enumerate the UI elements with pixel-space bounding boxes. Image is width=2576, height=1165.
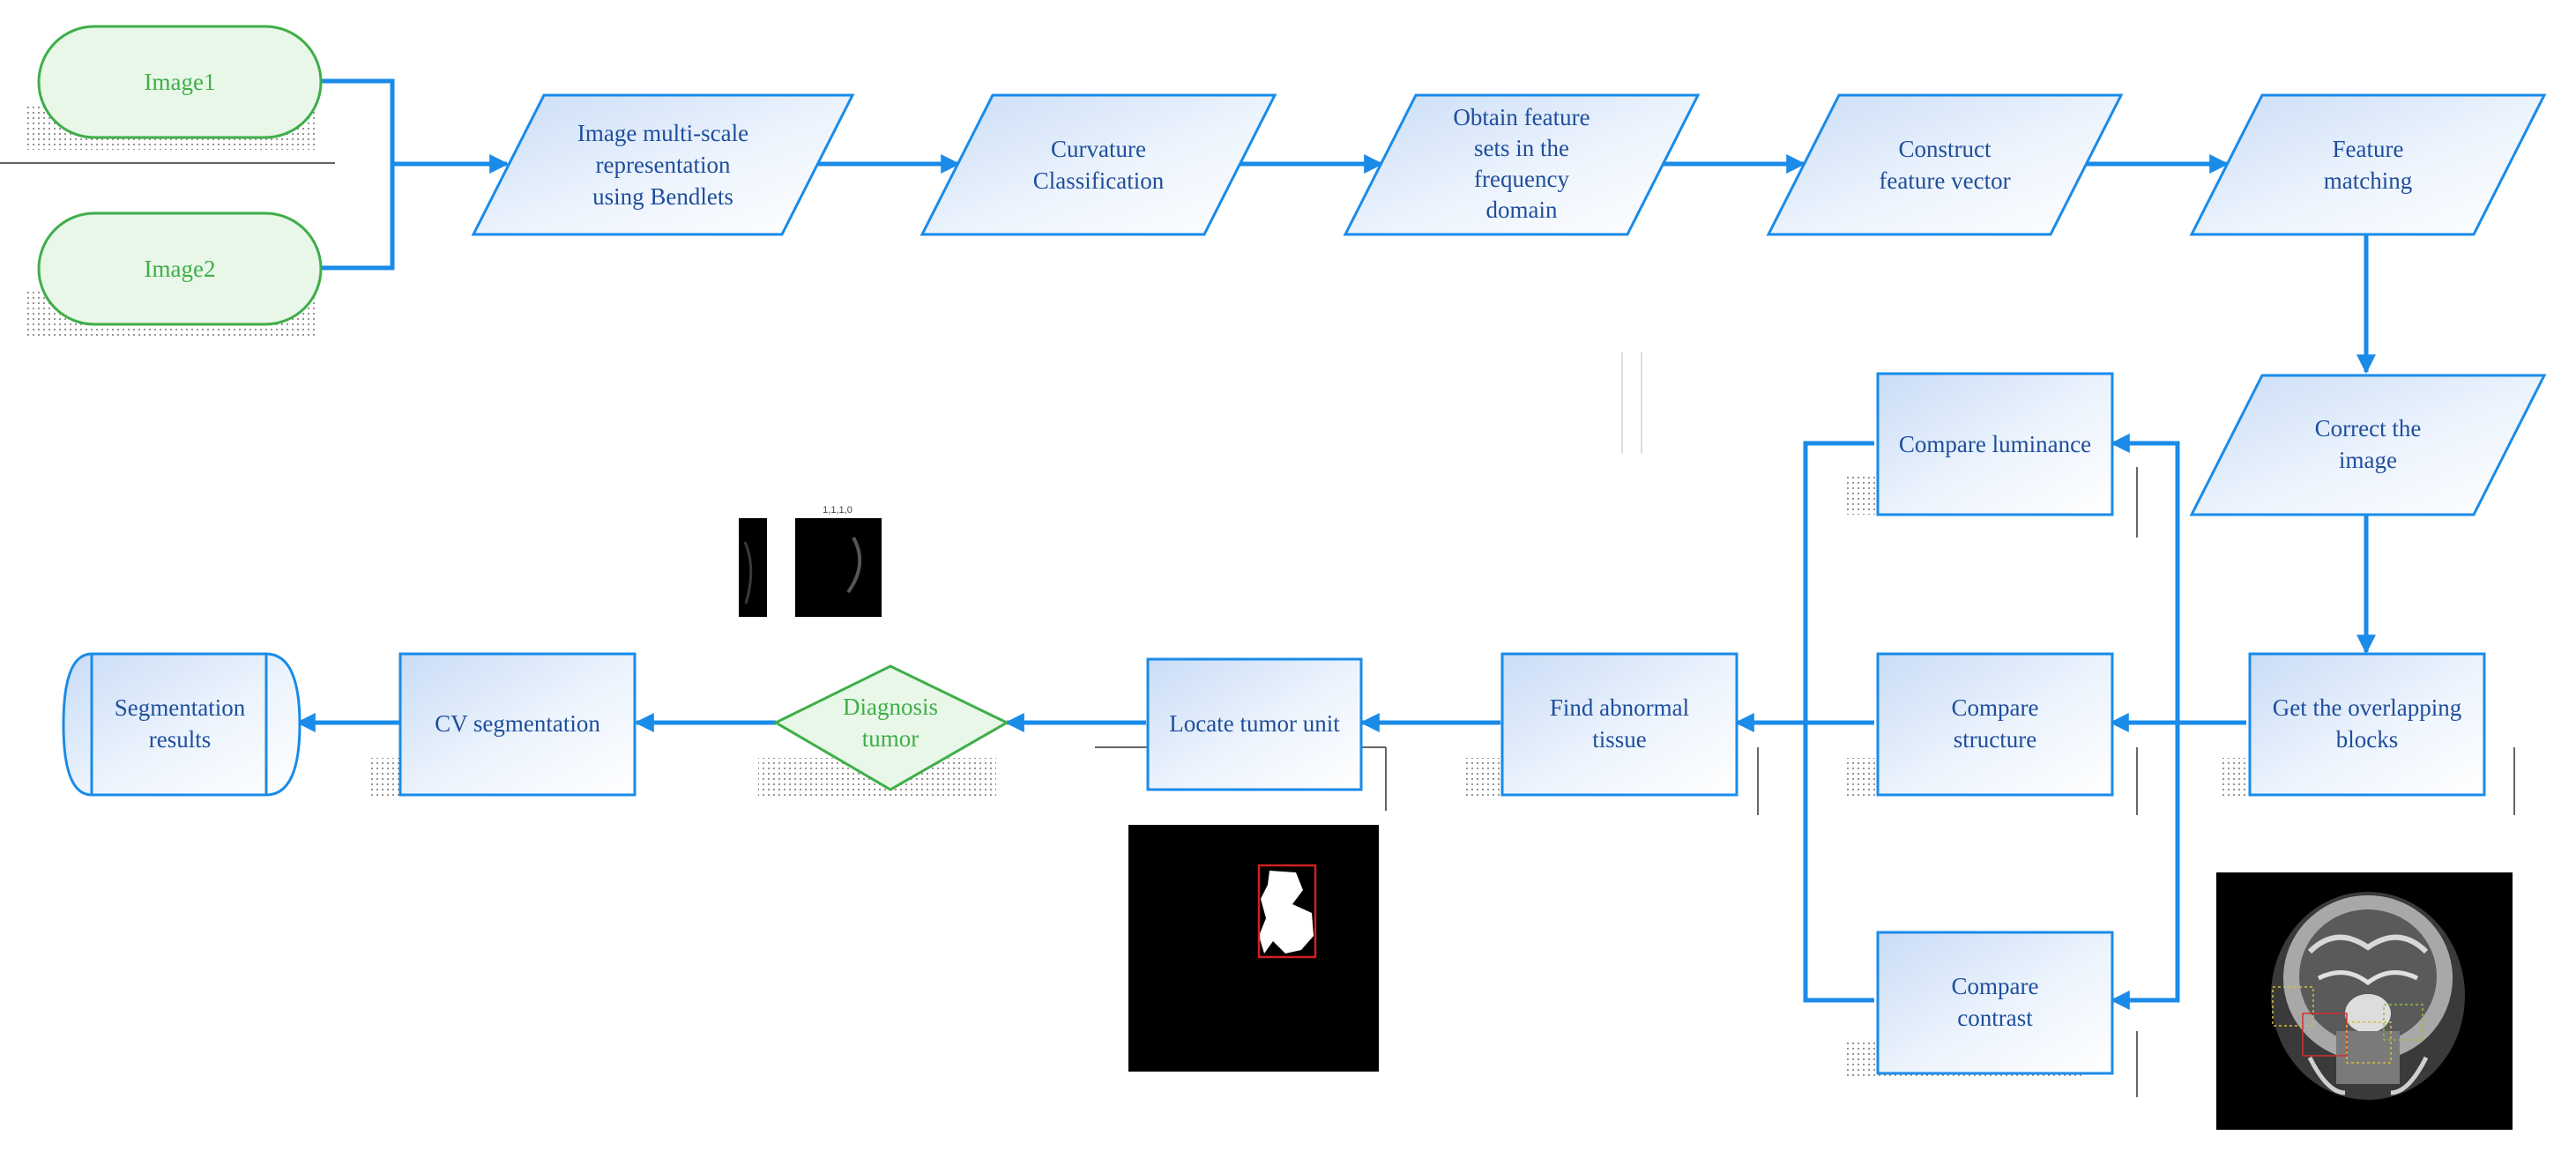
node-abnormal-line-1: Find abnormal [1550,694,1689,721]
node-locate-line-1: Locate tumor unit [1169,710,1340,737]
node-overlap-line-1: Get the overlapping [2273,694,2461,721]
node-image2-label: Image2 [145,256,216,282]
node-results-line-1: Segmentation [115,694,246,721]
node-curvature: Curvature Classification [919,93,1277,236]
node-abnormal: Find abnormal tissue [1500,652,1738,797]
node-image2: Image2 [37,211,323,326]
thumbnail-caption: 1,1,1,0 [823,505,852,516]
node-diagnosis-line-2: tumor [862,725,919,752]
node-image1-label: Image1 [145,69,216,95]
node-curvature-line-2: Classification [1033,167,1165,194]
node-overlap: Get the overlapping blocks [2248,652,2486,797]
node-correct-line-1: Correct the [2315,415,2422,442]
node-luminance-line-1: Compare luminance [1899,431,2091,457]
node-obtain-line-4: domain [1486,197,1558,223]
node-obtain: Obtain feature sets in the frequency dom… [1343,93,1701,236]
node-construct: Construct feature vector [1766,93,2124,236]
node-abnormal-line-2: tissue [1592,726,1647,753]
node-construct-line-2: feature vector [1879,167,2010,194]
node-obtain-line-3: frequency [1474,166,1569,192]
edges [295,78,2377,1011]
node-contrast-line-1: Compare [1952,973,2039,999]
node-results-line-2: results [149,726,212,753]
node-correct-line-2: image [2339,447,2397,473]
node-contrast-line-2: contrast [1957,1005,2033,1031]
node-structure-line-2: structure [1954,726,2036,753]
bendlet-filter-image: 1,1,1,0 [739,505,882,617]
node-curvature-line-1: Curvature [1051,136,1146,162]
node-structure-line-1: Compare [1952,694,2039,721]
node-contrast: Compare contrast [1876,931,2114,1075]
node-structure: Compare structure [1876,652,2114,797]
node-obtain-line-2: sets in the [1474,135,1569,161]
node-matching-line-2: matching [2324,167,2412,194]
node-locate: Locate tumor unit [1146,657,1363,791]
node-image1: Image1 [37,25,323,139]
node-cv-line-1: CV segmentation [435,710,600,737]
node-matching: Feature matching [2189,93,2547,236]
node-construct-line-1: Construct [1899,136,1992,162]
node-diagnosis-line-1: Diagnosis [843,694,938,720]
node-diagnosis: Diagnosis tumor [772,664,1010,791]
node-correct: Correct the image [2189,374,2547,516]
node-multiscale-line-1: Image multi-scale [577,120,748,146]
node-luminance: Compare luminance [1876,372,2114,516]
node-multiscale-line-3: using Bendlets [592,183,733,210]
node-multiscale-line-2: representation [596,152,731,178]
node-obtain-line-1: Obtain feature [1453,104,1590,130]
mri-scan-image [2216,872,2513,1130]
tumor-mask-image [1128,825,1379,1072]
node-matching-line-1: Feature [2333,136,2404,162]
node-results: Segmentation results [62,652,302,797]
node-overlap-line-2: blocks [2336,726,2399,753]
node-multiscale: Image multi-scale representation using B… [471,93,855,236]
node-cv: CV segmentation [398,652,637,797]
